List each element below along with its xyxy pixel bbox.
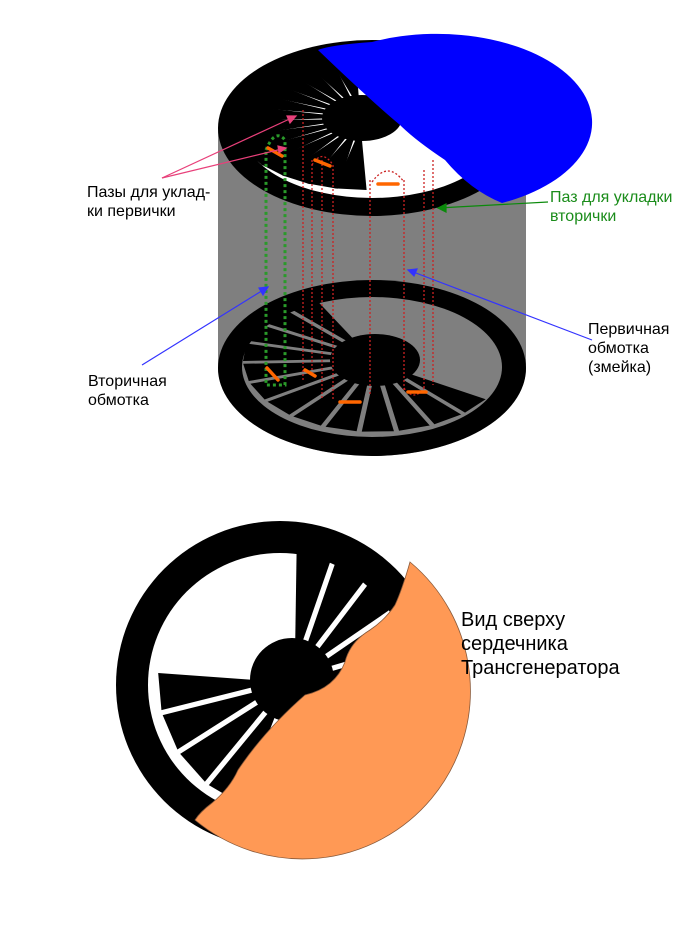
tooth xyxy=(400,371,486,413)
tooth xyxy=(325,378,369,432)
tooth xyxy=(230,104,333,122)
tooth xyxy=(244,127,339,166)
label-secondary-slot: Паз для укладки вторички xyxy=(550,189,673,225)
tooth xyxy=(315,575,401,659)
coil-segments xyxy=(265,146,428,404)
tooth xyxy=(361,379,394,432)
label-top-view: Вид сверху сердечника Трансгенератора xyxy=(461,609,620,679)
tooth xyxy=(239,75,337,111)
cylinder-view xyxy=(141,33,593,456)
top-view-cover xyxy=(194,561,471,860)
arrow-secondary-winding xyxy=(141,286,270,366)
tooth xyxy=(305,554,372,651)
tooth xyxy=(267,372,351,415)
tooth xyxy=(208,708,277,804)
bottom-hub xyxy=(330,334,420,386)
tooth xyxy=(253,63,342,107)
tooth xyxy=(383,378,430,431)
tooth xyxy=(162,691,262,750)
tooth xyxy=(230,119,333,138)
label-secondary-winding: Вторичная обмотка xyxy=(88,373,167,409)
tooth xyxy=(180,700,268,782)
tooth xyxy=(334,135,367,190)
top-spokes xyxy=(230,46,367,190)
tooth xyxy=(250,367,345,400)
tooth xyxy=(260,130,344,177)
tooth xyxy=(273,54,347,105)
label-primary-slots: Пазы для уклад- ки первички xyxy=(87,184,211,220)
tooth xyxy=(392,375,462,425)
top-view-core xyxy=(116,521,471,860)
tooth xyxy=(296,48,353,102)
arrow-primary-winding xyxy=(406,268,593,341)
label-primary-winding: Первичная обмотка (змейка) xyxy=(588,321,670,376)
top-cover xyxy=(318,33,593,203)
secondary-winding xyxy=(264,134,287,387)
arrow-primary-slots xyxy=(161,115,298,179)
tooth xyxy=(247,324,344,354)
tooth xyxy=(295,546,334,647)
tooth xyxy=(158,672,258,711)
arrow-secondary-slot xyxy=(436,201,549,213)
tooth xyxy=(231,89,334,115)
tooth xyxy=(293,376,360,426)
primary-winding xyxy=(302,110,434,400)
